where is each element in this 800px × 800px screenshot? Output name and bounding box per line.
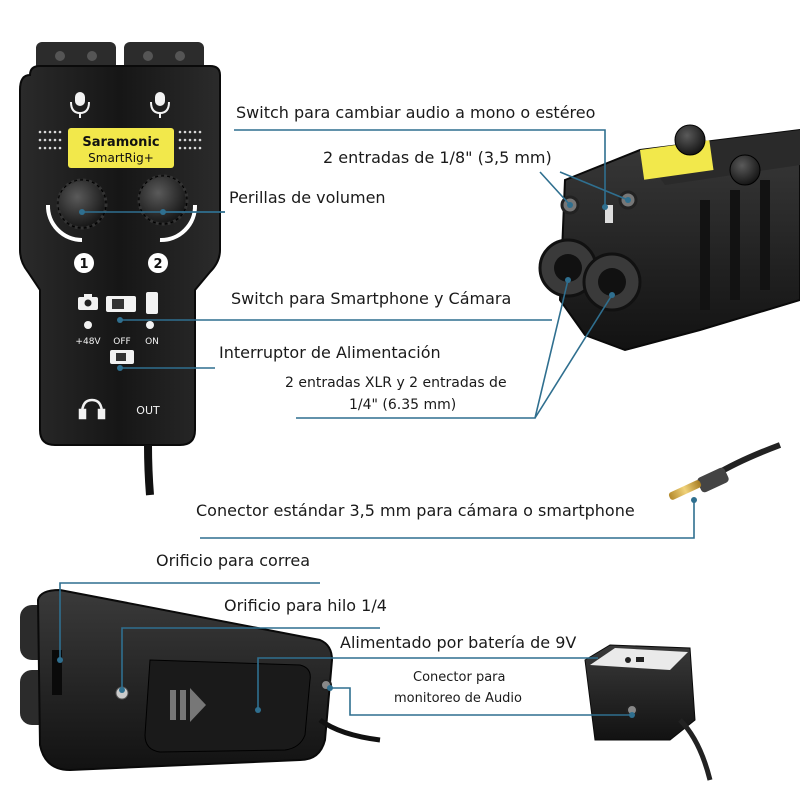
- channel-2-text: 2: [153, 257, 162, 272]
- back-device: [20, 588, 381, 772]
- phantom-label: +48V: [75, 337, 101, 347]
- callout-mono-stereo: Switch para cambiar audio a mono o estér…: [236, 103, 596, 122]
- volume-knob-1[interactable]: [56, 178, 108, 230]
- headphone-icon: [78, 398, 106, 420]
- mic-icon-1: [70, 92, 90, 118]
- leader-dots: [57, 197, 697, 718]
- callout-battery: Alimentado por batería de 9V: [340, 633, 577, 652]
- channel-1-text: 1: [79, 257, 88, 272]
- on-label: ON: [145, 337, 159, 347]
- callout-inputs-1-8: 2 entradas de 1/8" (3,5 mm): [323, 148, 552, 167]
- leader-lines: [59, 129, 695, 716]
- output-cable: [144, 444, 154, 496]
- callout-xlr-line1: 2 entradas XLR y 2 entradas de: [285, 375, 507, 391]
- small-device: [584, 644, 713, 781]
- callout-smartphone-camera: Switch para Smartphone y Cámara: [231, 289, 512, 308]
- brand-text: Saramonic: [82, 135, 159, 150]
- camera-icon: [78, 294, 98, 310]
- mic-icon-2: [150, 92, 170, 118]
- callout-connector-35: Conector estándar 3,5 mm para cámara o s…: [196, 501, 635, 520]
- phone-icon: [146, 292, 158, 314]
- brand-label: [68, 128, 174, 168]
- off-label: OFF: [113, 337, 130, 347]
- callout-thread-hole: Orificio para hilo 1/4: [224, 596, 387, 615]
- strap-hole: [52, 650, 62, 695]
- jack-plug: [668, 442, 782, 500]
- out-label: OUT: [136, 404, 160, 417]
- model-text: SmartRig+: [88, 151, 154, 165]
- channel-2-badge: [148, 253, 168, 273]
- level-dots: [38, 130, 202, 150]
- callout-strap-hole: Orificio para correa: [156, 551, 310, 570]
- callout-monitor-line2: monitoreo de Audio: [394, 691, 522, 706]
- channel-1-badge: [74, 253, 94, 273]
- side-device: [538, 124, 800, 352]
- battery-door: [144, 659, 311, 753]
- callout-monitor-line1: Conector para: [413, 670, 506, 685]
- callout-volume-knobs: Perillas de volumen: [229, 188, 386, 207]
- front-body: [19, 65, 221, 446]
- front-device: Saramonic SmartRig+ 1 2 +48V OF: [19, 42, 221, 496]
- callout-power-switch: Interruptor de Alimentación: [219, 343, 441, 362]
- mono-stereo-switch[interactable]: [605, 205, 613, 223]
- volume-knob-2[interactable]: [137, 174, 189, 226]
- callout-xlr-line2: 1/4" (6.35 mm): [349, 397, 457, 413]
